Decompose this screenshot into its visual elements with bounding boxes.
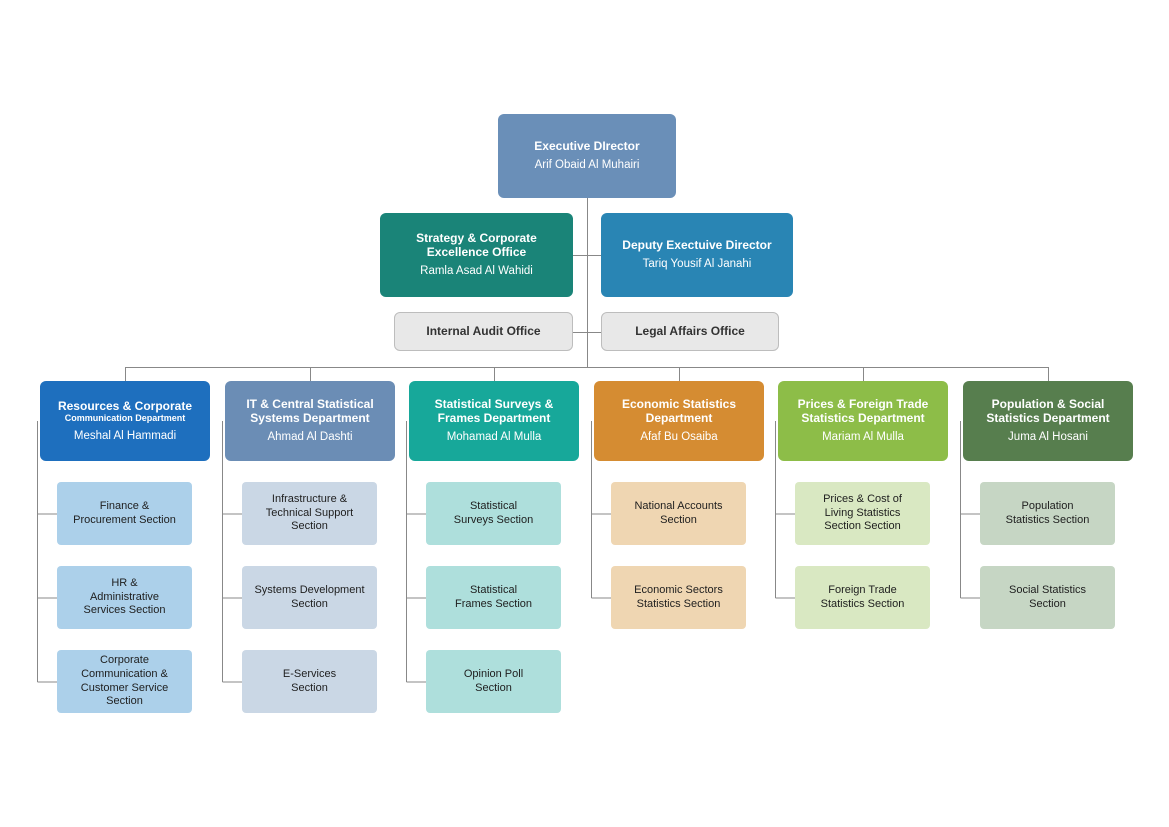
department-head-name: Meshal Al Hammadi bbox=[73, 429, 177, 442]
section-label-line: Section Section bbox=[824, 520, 901, 533]
section-label-line: Living Statistics bbox=[824, 506, 901, 519]
strategy-office-title-line2: Excellence Office bbox=[426, 245, 527, 260]
section-label-line: Economic Sectors bbox=[634, 583, 723, 596]
section-label-line: HR & bbox=[111, 576, 138, 589]
section-label-line: Communication & bbox=[81, 667, 168, 680]
department-title-line2: Statistics Department bbox=[801, 411, 925, 426]
deputy-director-name: Tariq Yousif Al Janahi bbox=[642, 258, 752, 271]
legal-affairs-office-box[interactable]: Legal Affairs Office bbox=[601, 312, 779, 351]
section-label-line: Population bbox=[1021, 499, 1074, 512]
deputy-director-title: Deputy Exectuive Director bbox=[622, 237, 772, 252]
department-title-line2: Systems Department bbox=[250, 411, 370, 426]
section-label-line: Section bbox=[291, 520, 328, 533]
strategy-office-title-line1: Strategy & Corporate bbox=[416, 230, 537, 245]
internal-audit-office-box[interactable]: Internal Audit Office bbox=[394, 312, 573, 351]
section-label-line: Opinion Poll bbox=[463, 667, 524, 680]
section-label-line: Statistics Section bbox=[820, 597, 905, 610]
section-label-line: Statistics Section bbox=[1005, 513, 1090, 526]
section-label-line: Foreign Trade bbox=[828, 583, 897, 596]
department-title-line1: Prices & Foreign Trade bbox=[797, 396, 929, 411]
section-label-line: Surveys Section bbox=[453, 513, 534, 526]
department-title-line1: Population & Social bbox=[991, 396, 1105, 411]
section-label-line: Services Section bbox=[83, 604, 166, 617]
section-label-line: Finance & bbox=[99, 499, 150, 512]
department-title-line2: Department bbox=[645, 411, 713, 426]
section-label-line: Section bbox=[1029, 597, 1066, 610]
section-label-line: Corporate bbox=[100, 654, 149, 666]
section-label-line: Section bbox=[106, 695, 143, 708]
legal-affairs-office-title: Legal Affairs Office bbox=[635, 324, 745, 339]
department-title-line2: Frames Department bbox=[437, 411, 551, 426]
section-label-line: Section bbox=[291, 597, 328, 610]
department-head-name: Juma Al Hosani bbox=[1008, 431, 1088, 444]
department-head-name: Mohamad Al Mulla bbox=[446, 431, 542, 444]
section-label-line: Social Statistics bbox=[1008, 583, 1087, 596]
department-title-line2: Communication Department bbox=[64, 412, 186, 423]
section-label-line: Statistics Section bbox=[636, 597, 721, 610]
deputy-director-box[interactable]: Deputy Exectuive Director Tariq Yousif A… bbox=[601, 213, 793, 297]
department-title-line1: IT & Central Statistical bbox=[246, 396, 374, 411]
section-label-line: Systems Development bbox=[254, 583, 365, 596]
strategy-office-box[interactable]: Strategy & Corporate Excellence Office R… bbox=[380, 213, 573, 297]
section-label-line: Procurement Section bbox=[73, 513, 176, 526]
section-label-line: Frames Section bbox=[454, 597, 533, 610]
department-title-line1: Economic Statistics bbox=[621, 396, 737, 411]
department-title-line2: Statistics Department bbox=[986, 411, 1110, 426]
section-label-line: Administrative bbox=[89, 590, 160, 603]
section-label-line: National Accounts bbox=[634, 499, 723, 512]
section-label-line: Technical Support bbox=[265, 506, 354, 519]
section-label-line: Statistical bbox=[469, 583, 518, 596]
department-head-name: Mariam Al Mulla bbox=[822, 431, 904, 444]
strategy-office-name: Ramla Asad Al Wahidi bbox=[420, 265, 533, 278]
department-title-line1: Resources & Corporate bbox=[57, 398, 193, 413]
department-title-line1: Statistical Surveys & bbox=[434, 396, 554, 411]
department-head-name: Afaf Bu Osaiba bbox=[640, 431, 718, 444]
section-label-line: Section bbox=[660, 513, 697, 526]
department-head-name: Ahmad Al Dashti bbox=[267, 431, 353, 444]
section-label-line: Section bbox=[475, 681, 512, 694]
executive-director-box[interactable]: Executive DIrector Arif Obaid Al Muhairi bbox=[498, 114, 676, 198]
section-label-line: Prices & Cost of bbox=[823, 492, 902, 505]
section-box[interactable]: Finance &Procurement Section bbox=[57, 482, 192, 545]
section-label-line: Customer Service bbox=[80, 681, 169, 694]
section-label-line: Infrastructure & bbox=[271, 492, 348, 505]
internal-audit-office-title: Internal Audit Office bbox=[426, 324, 541, 339]
executive-director-title: Executive DIrector bbox=[534, 138, 640, 153]
section-label-line: E-Services bbox=[282, 667, 337, 680]
section-label-line: Section bbox=[291, 681, 328, 694]
executive-director-name: Arif Obaid Al Muhairi bbox=[534, 159, 640, 172]
section-label-line: Statistical bbox=[469, 499, 518, 512]
